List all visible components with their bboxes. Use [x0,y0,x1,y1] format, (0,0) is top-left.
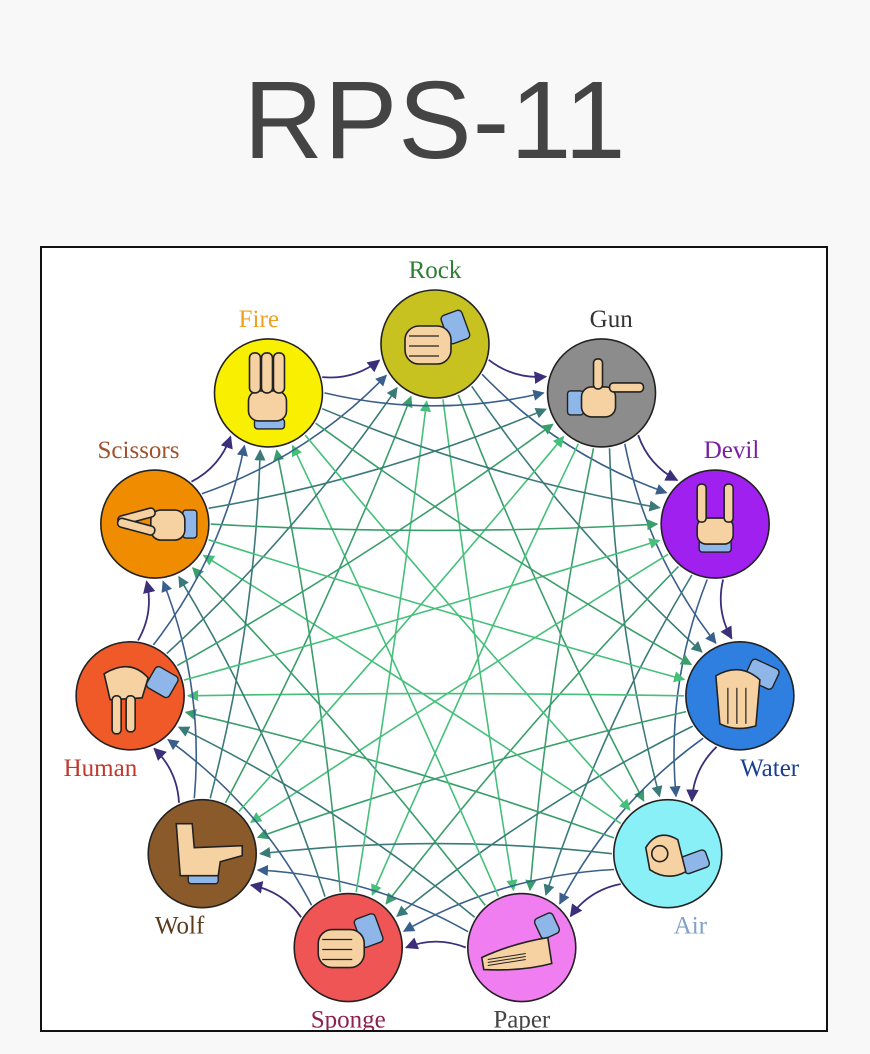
edge-sponge-beats-human [167,739,313,906]
node-gun-label: Gun [590,306,634,333]
edge-wolf-beats-rock [224,395,413,804]
edge-air-beats-human [184,709,615,839]
edge-human-beats-devil [183,538,661,681]
node-paper: Paper [466,892,577,1031]
node-sponge: Sponge [293,892,404,1031]
edge-gun-beats-paper [525,448,595,892]
edge-fire-beats-rock [322,359,381,379]
edge-wolf-beats-scissors [161,580,198,799]
node-human-label: Human [64,755,138,782]
page-title: RPS-11 [243,59,627,182]
edge-air-beats-sponge [402,868,615,932]
edge-layer [137,359,733,950]
fire-hand-icon [247,352,288,430]
edge-paper-beats-wolf [256,864,469,933]
human-hand-icon [103,665,179,735]
node-devil-label: Devil [704,437,760,464]
edge-sponge-beats-rock [355,400,431,893]
node-rock: Rock [380,257,490,399]
edge-devil-beats-air [669,579,708,798]
edge-air-beats-scissors [202,554,622,825]
node-devil: Devil [660,437,770,579]
node-rock-label: Rock [409,257,462,284]
node-paper-label: Paper [493,1007,551,1031]
edge-scissors-beats-water [208,539,686,683]
air-hand-icon [644,834,711,877]
edge-water-beats-wolf [256,710,687,840]
node-wolf: Wolf [147,798,258,940]
edge-water-beats-paper [559,737,704,905]
edge-fire-beats-air [304,434,631,811]
edge-rock-beats-devil [481,373,668,495]
sponge-hand-icon [317,913,384,969]
node-wolf-label: Wolf [155,913,205,940]
edge-rock-beats-air [457,394,645,802]
edge-human-beats-gun [176,423,554,667]
water-hand-icon [715,658,780,730]
edge-wolf-beats-gun [238,435,565,812]
edge-human-beats-fire [152,444,248,646]
edge-devil-beats-wolf [250,553,669,823]
node-fire: Fire [213,306,324,448]
node-scissors-label: Scissors [98,437,180,464]
edge-water-beats-air [686,746,718,803]
edge-fire-beats-water [315,422,693,666]
devil-hand-icon [696,483,734,553]
edge-scissors-beats-fire [191,435,233,483]
node-gun: Gun [546,306,657,448]
node-water-label: Water [740,755,800,782]
edge-devil-beats-water [719,579,733,640]
edge-fire-beats-devil [321,407,661,512]
edge-fire-beats-gun [324,389,545,407]
edge-gun-beats-devil [637,434,679,481]
rock-hand-icon [404,309,471,365]
paper-hand-icon [480,912,561,971]
edge-air-beats-paper [569,883,621,918]
gun-hand-icon [566,358,645,418]
edge-rock-beats-paper [442,399,518,892]
node-sponge-label: Sponge [311,1007,386,1031]
edge-paper-beats-sponge [405,937,467,950]
edge-gun-beats-water [624,443,717,644]
edge-scissors-beats-rock [201,374,387,495]
edge-sponge-beats-fire [273,449,342,893]
node-air-label: Air [674,913,708,940]
edge-air-beats-wolf [259,842,612,859]
edge-sponge-beats-wolf [249,881,302,918]
edge-paper-beats-scissors [192,567,486,906]
edge-wolf-beats-human [153,747,180,803]
edge-devil-beats-sponge [385,565,680,905]
node-human: Human [64,641,185,782]
edge-water-beats-human [186,690,684,702]
wolf-hand-icon [175,822,244,885]
edge-human-beats-scissors [137,580,156,641]
node-fire-label: Fire [239,306,279,333]
scissors-hand-icon [116,507,198,541]
node-air: Air [612,798,723,940]
edge-paper-beats-fire [291,444,500,897]
node-water: Water [685,641,800,782]
edge-rock-beats-gun [488,359,548,384]
node-scissors: Scissors [98,437,210,579]
edge-gun-beats-sponge [371,443,580,896]
edge-scissors-beats-devil [210,519,659,532]
